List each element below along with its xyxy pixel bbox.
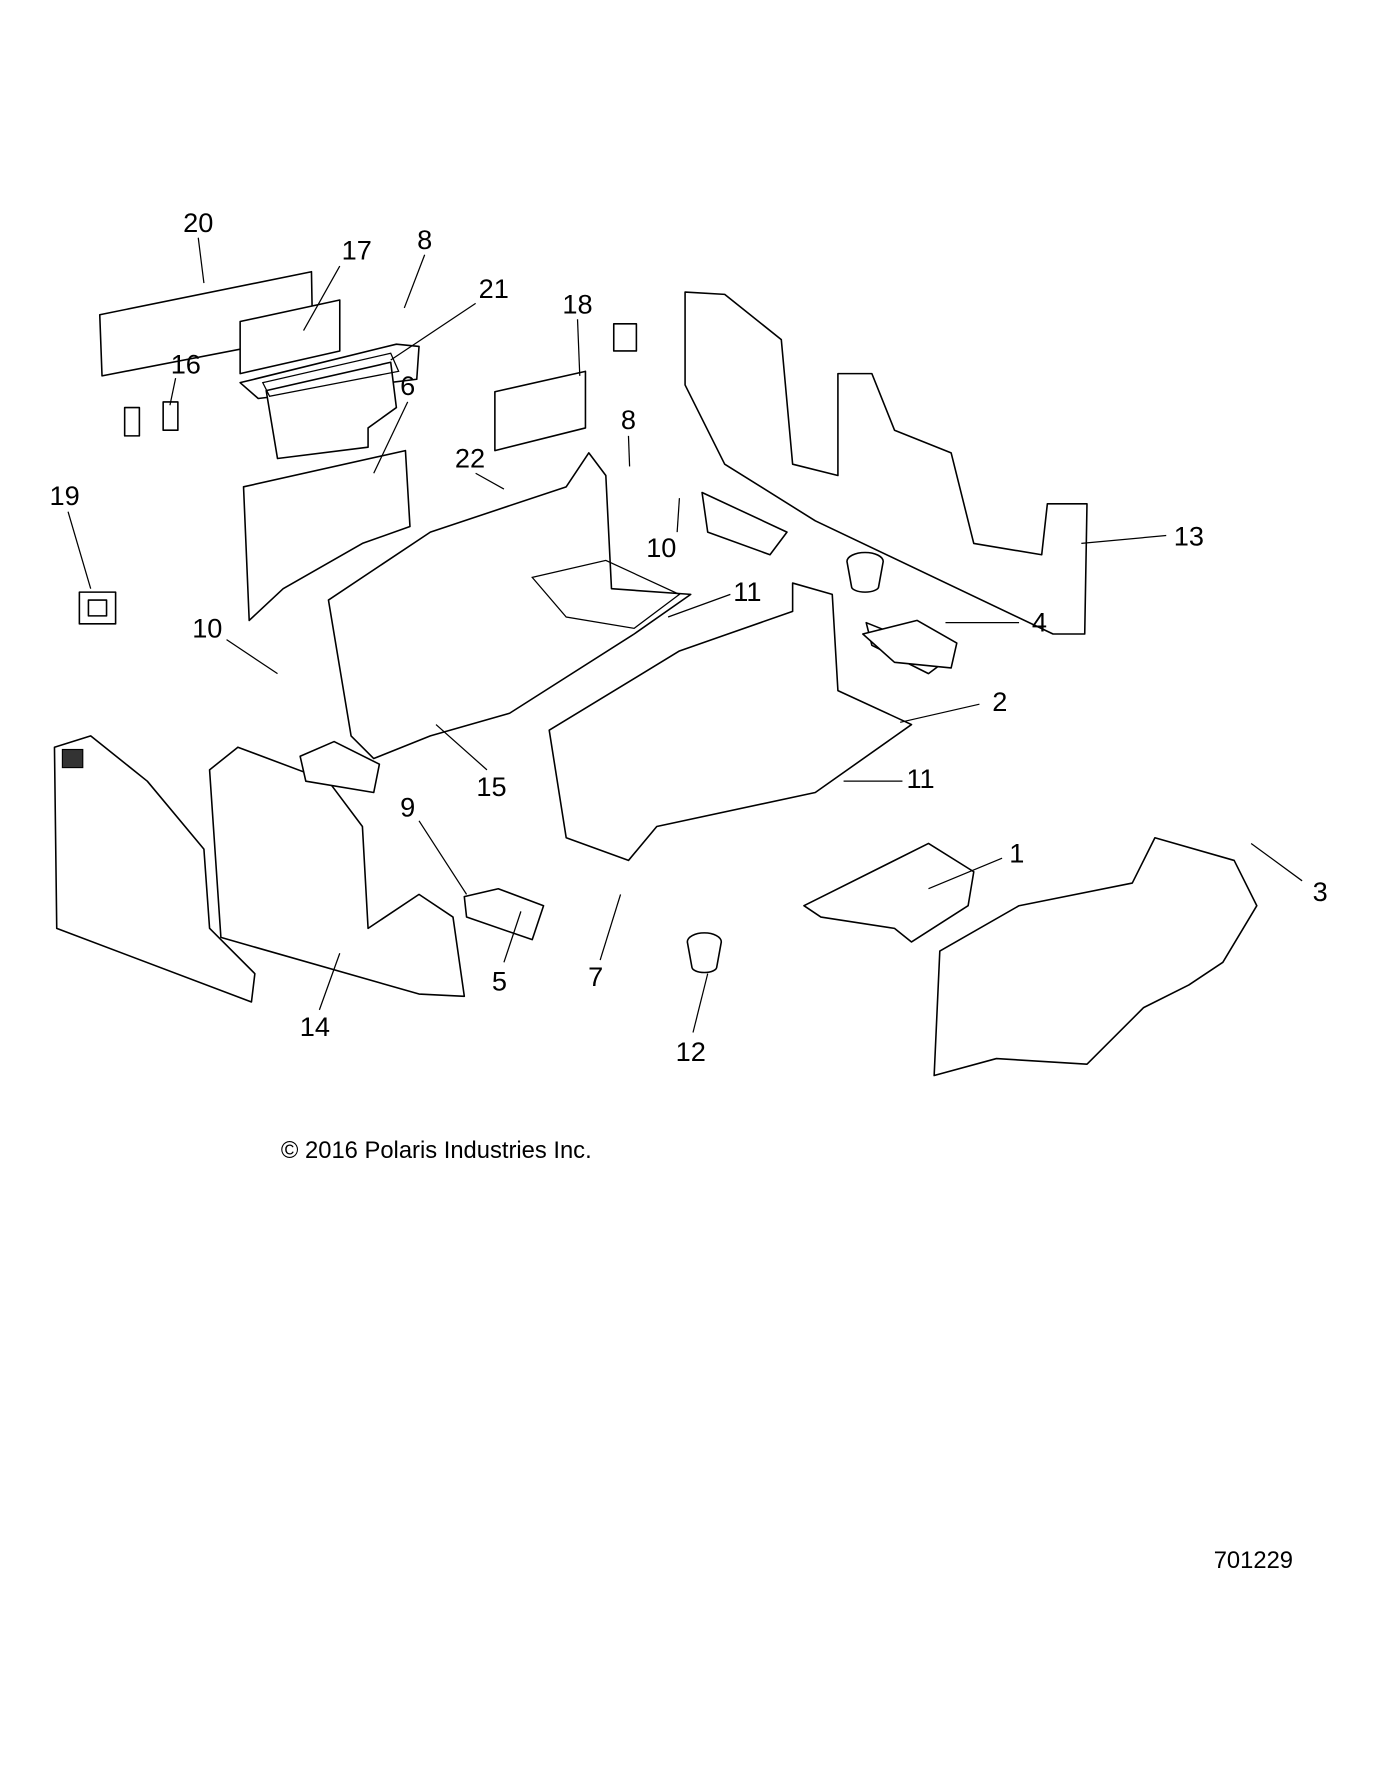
callout-4: 4	[1032, 607, 1047, 638]
callout-3: 3	[1313, 876, 1328, 907]
callout-11: 11	[906, 763, 934, 794]
figure-number: 701229	[1214, 1547, 1293, 1574]
callout-17: 17	[342, 234, 372, 265]
callout-13: 13	[1174, 521, 1204, 552]
callout-15: 15	[476, 771, 506, 802]
part-18-decal	[494, 370, 587, 452]
callout-9: 9	[400, 791, 415, 822]
part-19-grommet	[78, 591, 117, 625]
part-17-decal	[239, 299, 341, 375]
callout-8: 8	[621, 404, 636, 435]
part-19-grommet-right	[612, 323, 638, 352]
part-6-panel	[242, 449, 411, 622]
callout-14: 14	[300, 1011, 330, 1042]
callout-20: 20	[183, 207, 213, 238]
callout-2: 2	[992, 686, 1007, 717]
part-12-cup	[686, 932, 723, 974]
part-22-floor-upper	[327, 452, 692, 760]
callout-18: 18	[562, 289, 592, 320]
part-16-decals	[123, 401, 179, 437]
callout-21: 21	[479, 273, 509, 304]
part-3-dash-panel	[933, 836, 1258, 1077]
callout-1: 1	[1009, 838, 1024, 869]
part-1-cover	[803, 842, 975, 943]
callout-22: 22	[455, 443, 485, 474]
leader-lines	[67, 237, 1303, 1033]
callout-10: 10	[646, 532, 676, 563]
callout-5: 5	[492, 966, 507, 997]
part-5-footrest	[463, 887, 545, 941]
part-12-cup-upper	[846, 551, 884, 593]
callout-10: 10	[192, 612, 222, 643]
part-15-footrest	[299, 740, 381, 794]
callout-11: 11	[733, 576, 761, 607]
callout-8: 8	[417, 224, 432, 255]
part-21-storage-bin	[239, 343, 420, 460]
part-14-outer-panel	[53, 735, 256, 1003]
copyright-notice: © 2016 Polaris Industries Inc.	[281, 1137, 592, 1164]
part-14-side-panel	[208, 746, 466, 998]
callout-19: 19	[50, 480, 80, 511]
part-4-footrest	[862, 619, 958, 669]
part-13-rear-panel	[684, 291, 1088, 635]
callout-12: 12	[676, 1036, 706, 1067]
callout-16: 16	[171, 349, 201, 380]
callout-6: 6	[400, 370, 415, 401]
callout-7: 7	[588, 961, 603, 992]
